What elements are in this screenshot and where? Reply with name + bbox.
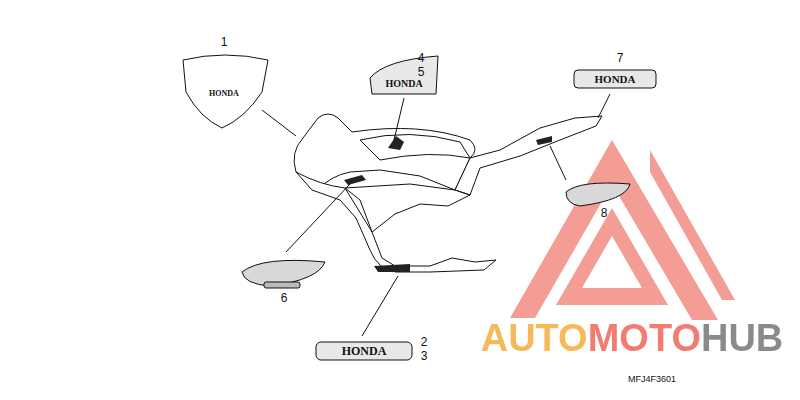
callout-number: 8 (601, 207, 608, 219)
callout-number: 4 (418, 52, 425, 64)
drawing-code: MFJ4F3601 (628, 375, 676, 384)
decal-text: HONDA (595, 74, 636, 85)
callout-number: 6 (281, 292, 288, 304)
callout-number: 1 (221, 36, 228, 48)
decal-text: HONDA (385, 79, 422, 89)
callout-number: 2 (421, 336, 428, 348)
fairing (294, 114, 602, 272)
decal-text: HONDA (209, 90, 239, 98)
decal-text: HONDA (342, 345, 387, 357)
callout-number: 3 (421, 350, 428, 362)
stripe-marks (344, 136, 552, 272)
watermark: AUTOMOTOHUB (481, 319, 784, 357)
leader-lines (286, 94, 610, 336)
decals (242, 56, 656, 360)
watermark-logo (510, 140, 735, 320)
callout-number: 5 (418, 66, 425, 78)
windscreen (183, 55, 268, 128)
callout-number: 7 (617, 52, 624, 64)
leader-line (262, 110, 296, 136)
